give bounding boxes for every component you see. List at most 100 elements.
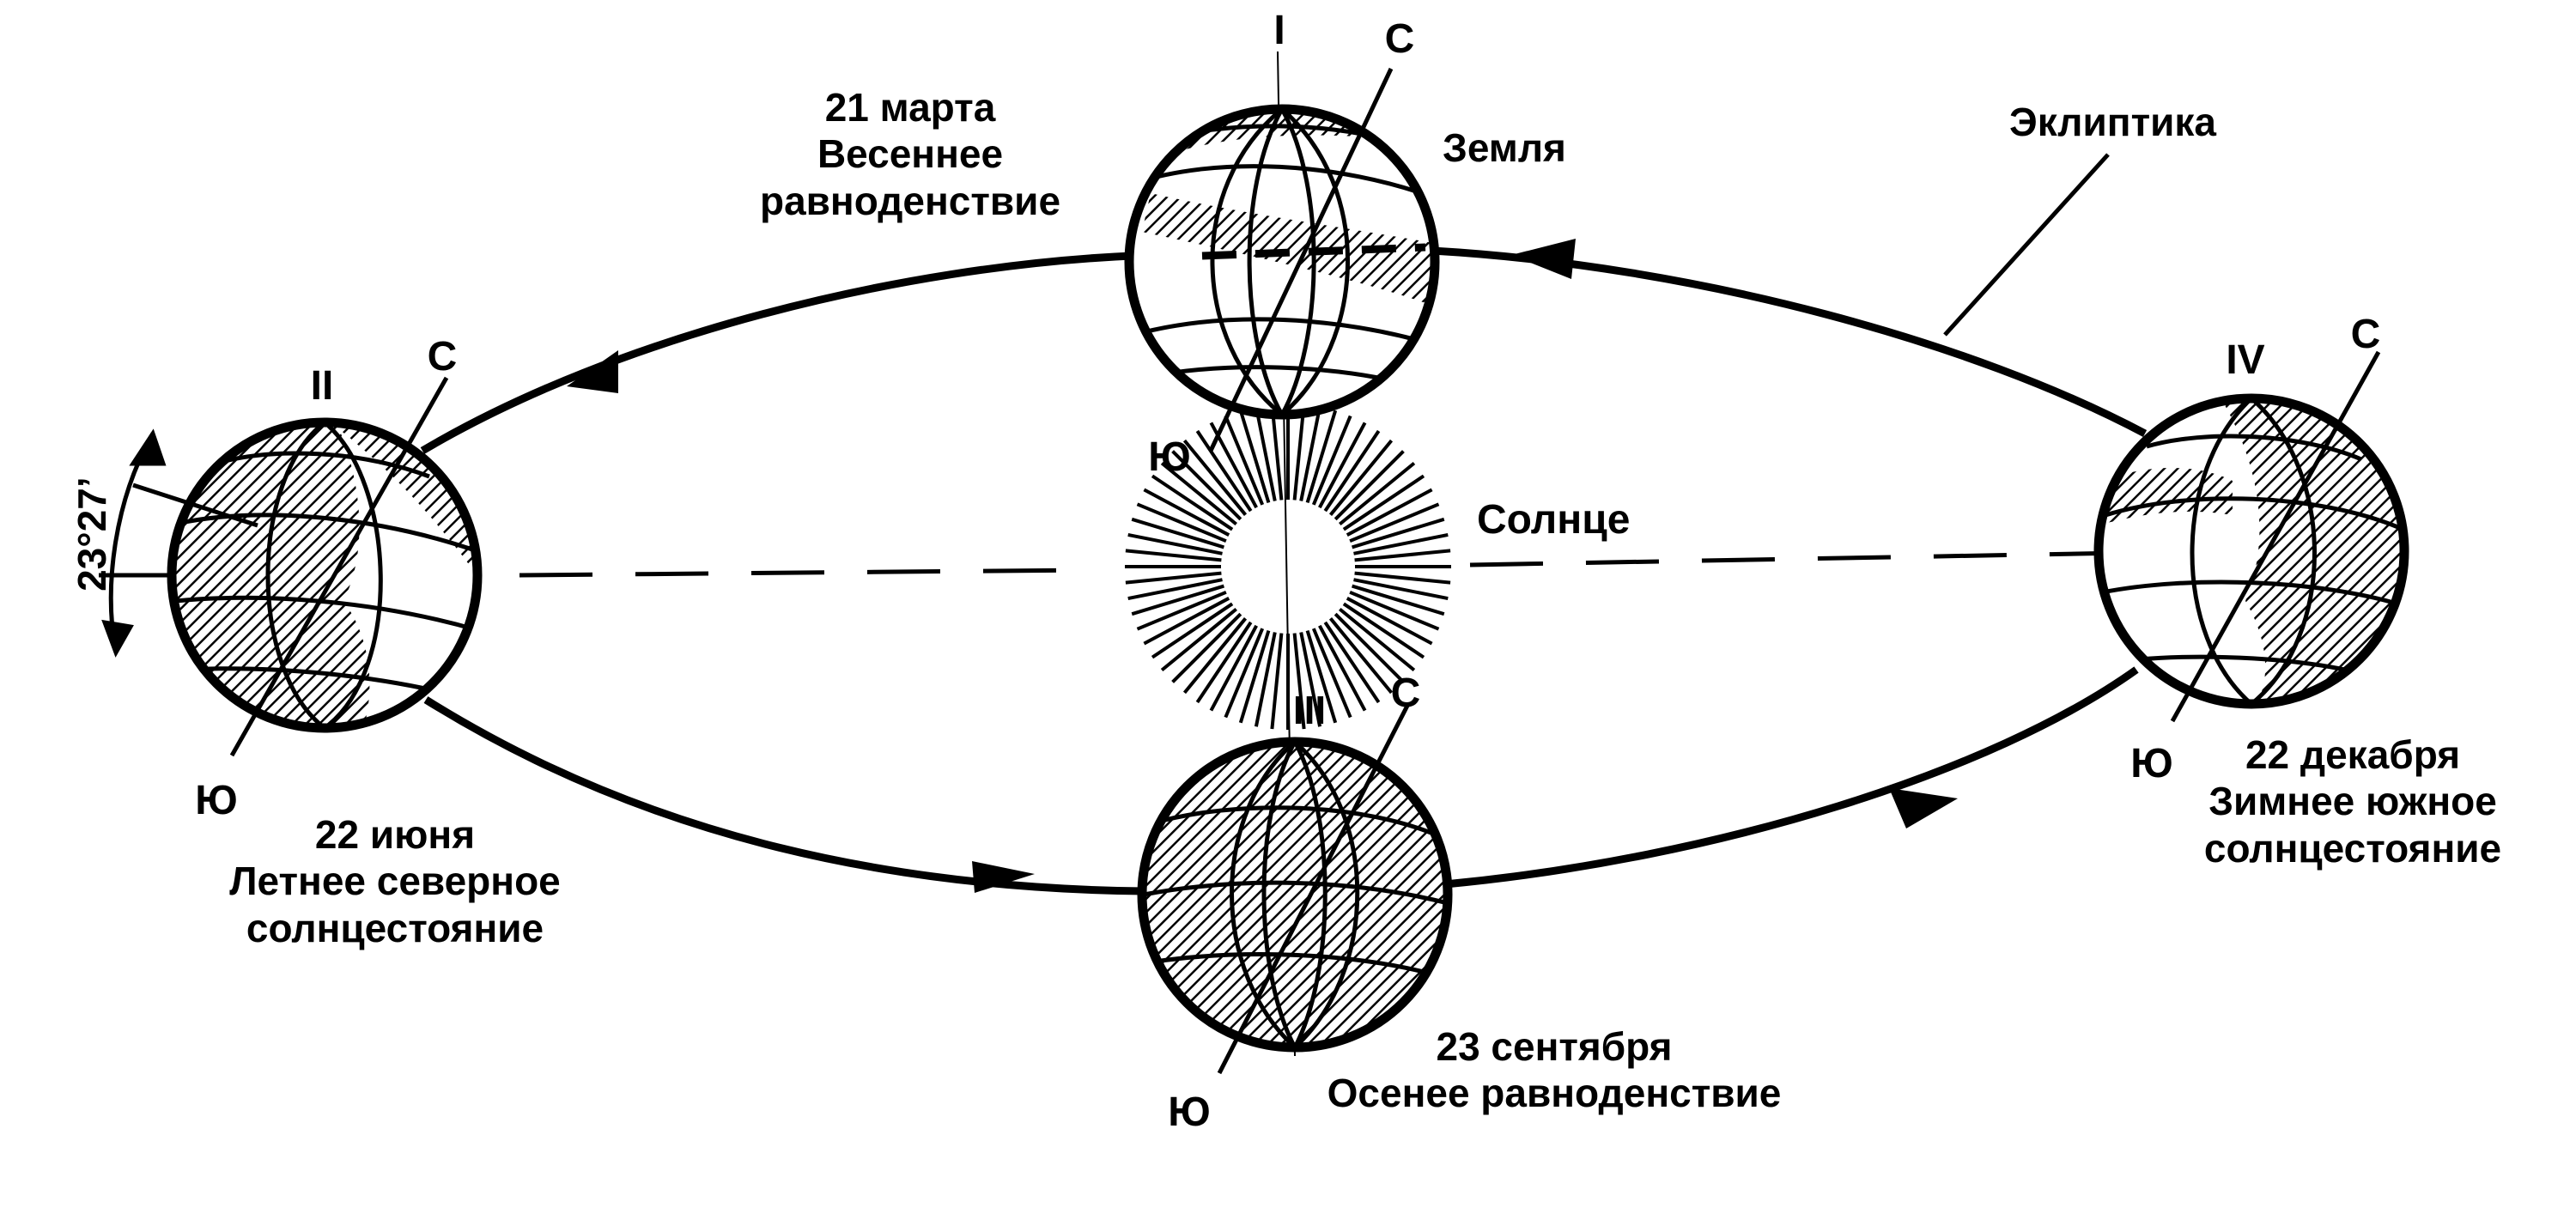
winter-caption: 22 декабря Зимнее южное солнцестояние: [2147, 731, 2559, 871]
north-label-winter: С: [2350, 312, 2381, 357]
spring-line2: равноденствие: [759, 178, 1061, 223]
angle-label: 23°27’: [69, 476, 114, 592]
sun-ray: [1299, 632, 1322, 727]
sun-ray: [1160, 461, 1237, 526]
sun-ray: [1151, 602, 1234, 659]
sun-ray: [1339, 607, 1416, 672]
numeral-iv: IV: [2226, 337, 2265, 383]
south-label-spring: Ю: [1148, 434, 1191, 480]
sun-ray: [1334, 612, 1405, 683]
sun-ray: [1143, 488, 1230, 537]
sun-ray: [1334, 450, 1405, 521]
sun-ray: [1125, 571, 1222, 585]
sun-ray: [1352, 517, 1445, 549]
sun-ray: [1311, 415, 1352, 506]
sun-ray: [1182, 439, 1248, 516]
sun-ray: [1354, 571, 1451, 585]
autumn-date: 23 сентября: [1436, 1024, 1673, 1069]
sun-ray: [1305, 630, 1338, 724]
sun-ray: [1299, 406, 1322, 501]
sun-ray: [1125, 549, 1222, 562]
sun-ray: [1352, 584, 1445, 616]
sun-ray: [1328, 439, 1394, 516]
sun-ray: [1143, 597, 1230, 646]
sun-ray: [1349, 502, 1440, 543]
sun-ray: [1349, 590, 1440, 631]
numeral-ii: II: [310, 363, 334, 409]
summer-line1: Летнее северное: [229, 859, 561, 904]
sun-ray: [1346, 597, 1433, 646]
numeral-i: I: [1273, 8, 1285, 53]
south-label-winter: Ю: [2130, 741, 2173, 786]
autumn-line1: Осенее равноденствие: [1327, 1071, 1782, 1116]
sun-ray: [1224, 628, 1265, 719]
sun-ray: [1305, 410, 1338, 503]
sun-ray: [1160, 607, 1237, 672]
earth-globe-winter: [2093, 350, 2409, 723]
earth-globe-spring: [1124, 67, 1440, 452]
spring-line1: Весеннее: [817, 131, 1004, 177]
summer-line2: солнцестояние: [246, 905, 544, 950]
sun-ray: [1238, 410, 1271, 503]
north-label-spring: С: [1384, 16, 1415, 62]
sun-label: Солнце: [1477, 497, 1631, 543]
autumn-caption: 23 сентября Осенее равноденствие: [1279, 1023, 1829, 1117]
summer-date: 22 июня: [314, 812, 476, 857]
sun-ray: [1342, 602, 1425, 659]
sun-ray: [1328, 617, 1394, 695]
sun-ray: [1354, 549, 1451, 562]
sun-ray: [1136, 502, 1227, 543]
sun-ray: [1353, 532, 1449, 555]
sun-ray: [1127, 578, 1223, 601]
sun-ray: [1318, 422, 1367, 509]
sun-ray: [1151, 474, 1234, 531]
north-label-autumn: С: [1390, 671, 1421, 716]
sun-ray: [1131, 517, 1224, 549]
sun-ray: [1127, 532, 1223, 555]
earth-globe-summer: [167, 376, 483, 757]
sun-ray: [1195, 429, 1253, 513]
summer-caption: 22 июня Летнее северное солнцестояние: [172, 811, 618, 951]
orbital-plane-dashed-line: [519, 545, 2405, 578]
ecliptic-leader-line: [1943, 153, 2110, 337]
sun-ray: [1195, 621, 1253, 704]
earth-globe-autumn: [1137, 702, 1453, 1075]
sun-ray: [1292, 633, 1306, 730]
sun-ray: [1254, 406, 1277, 501]
sun-icon: [1125, 404, 1451, 730]
earth-label: Земля: [1443, 125, 1566, 170]
tilt-angle-marker: [99, 428, 258, 658]
sun-ray: [1254, 632, 1277, 727]
sun-ray: [1353, 578, 1449, 601]
sun-ray: [1238, 630, 1271, 724]
sun-ray: [1136, 590, 1227, 631]
sun-ray: [1346, 488, 1433, 537]
spring-caption: 21 марта Весеннее равноденствие: [738, 84, 1082, 224]
sun-ray: [1171, 450, 1242, 521]
numeral-iii: III: [1292, 688, 1327, 732]
sun-ray: [1318, 624, 1367, 712]
winter-line1: Зимнее южное: [2208, 779, 2497, 824]
sun-ray: [1323, 429, 1381, 513]
sun-ray: [1209, 624, 1258, 712]
south-label-autumn: Ю: [1168, 1089, 1211, 1135]
winter-date: 22 декабря: [2245, 732, 2461, 777]
sun-ray: [1292, 404, 1306, 501]
sun-ray: [1323, 621, 1381, 704]
sun-ray: [1339, 461, 1416, 526]
north-label-summer: С: [427, 334, 458, 379]
winter-line2: солнцестояние: [2203, 825, 2502, 871]
sun-ray: [1131, 584, 1224, 616]
sun-ray: [1342, 474, 1425, 531]
spring-date: 21 марта: [824, 85, 996, 130]
sun-ray: [1311, 628, 1352, 719]
sun-ray: [1182, 617, 1248, 695]
ecliptic-label: Эклиптика: [2009, 100, 2217, 144]
sun-ray: [1270, 633, 1284, 730]
sun-ray: [1270, 404, 1284, 501]
sun-ray: [1224, 415, 1265, 506]
orbit-direction-arrows: [567, 239, 1958, 893]
south-label-summer: Ю: [195, 778, 238, 823]
sun-ray: [1171, 612, 1242, 683]
